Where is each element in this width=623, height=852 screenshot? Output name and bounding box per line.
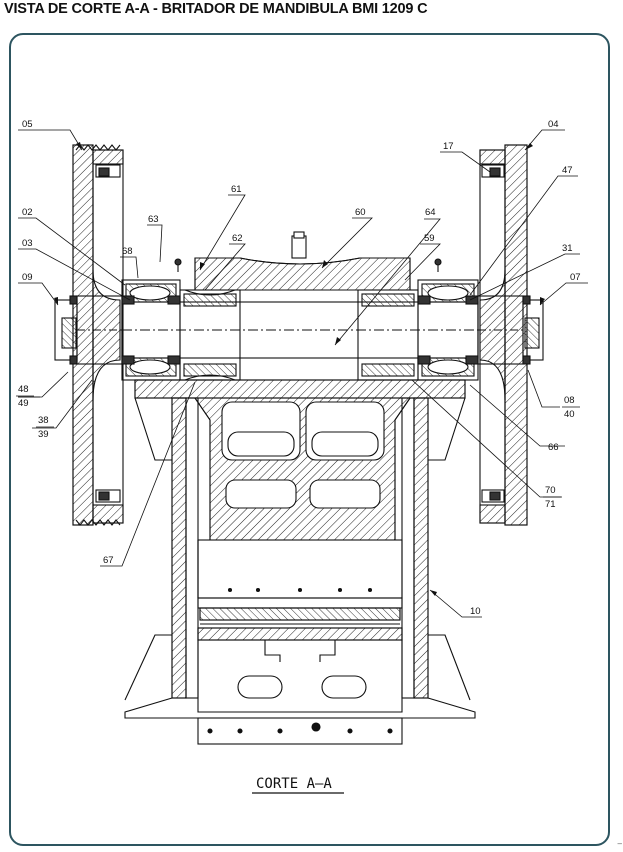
eccentric-shaft [121, 301, 479, 359]
jaw-lower-chamber [197, 539, 403, 641]
callout-64: 64 [425, 207, 436, 218]
callout-07: 07 [570, 272, 581, 283]
callout-05: 05 [22, 119, 33, 130]
callout-48: 48 [18, 384, 29, 395]
left-hub [54, 295, 123, 365]
callout-66: 66 [548, 442, 559, 453]
section-caption: CORTE A–A [256, 776, 332, 792]
left-bearing-inner [179, 289, 241, 381]
drawing-frame [9, 33, 610, 846]
callout-71: 71 [545, 499, 556, 510]
stacked-label-dividers [16, 395, 580, 498]
frame-left-wall [171, 397, 199, 699]
callout-31: 31 [562, 243, 573, 254]
callout-40: 40 [564, 409, 575, 420]
frame-right-wall [401, 397, 429, 699]
callout-04: 04 [548, 119, 559, 130]
left-flywheel [72, 144, 124, 526]
callout-39: 39 [38, 429, 49, 440]
right-hub [477, 295, 544, 365]
right-support-strut [428, 397, 466, 461]
callout-47: 47 [562, 165, 573, 176]
callout-67: 67 [103, 555, 114, 566]
callout-02: 02 [22, 207, 33, 218]
right-flywheel [479, 144, 528, 526]
callout-03: 03 [22, 238, 33, 249]
callout-labels: 05 04 17 47 61 60 64 02 63 62 59 03 68 3… [18, 119, 581, 617]
callout-61: 61 [231, 184, 242, 195]
callout-38: 38 [38, 415, 49, 426]
pitman-top [174, 231, 442, 291]
callout-09: 09 [22, 272, 33, 283]
pitman-lower-band [134, 379, 466, 399]
leader-lines [18, 129, 588, 618]
callout-59: 59 [424, 233, 435, 244]
callout-70: 70 [545, 485, 556, 496]
callout-49: 49 [18, 398, 29, 409]
drawing-title: VISTA DE CORTE A-A - BRITADOR DE MANDIBU… [4, 1, 428, 17]
callout-08: 08 [564, 395, 575, 406]
callout-60: 60 [355, 207, 366, 218]
right-bearing-inner [357, 289, 419, 381]
callout-10: 10 [470, 606, 481, 617]
callout-63: 63 [148, 214, 159, 225]
callout-68: 68 [122, 246, 133, 257]
right-bearing-outer [417, 279, 479, 381]
leader-arrowheads [54, 142, 545, 596]
left-support-strut [134, 397, 172, 461]
callout-17: 17 [443, 141, 454, 152]
pitman-body [193, 397, 412, 541]
page-edge-mark: – [617, 839, 622, 848]
machine-base [124, 634, 476, 745]
callout-62: 62 [232, 233, 243, 244]
left-bearing-outer [121, 279, 181, 381]
